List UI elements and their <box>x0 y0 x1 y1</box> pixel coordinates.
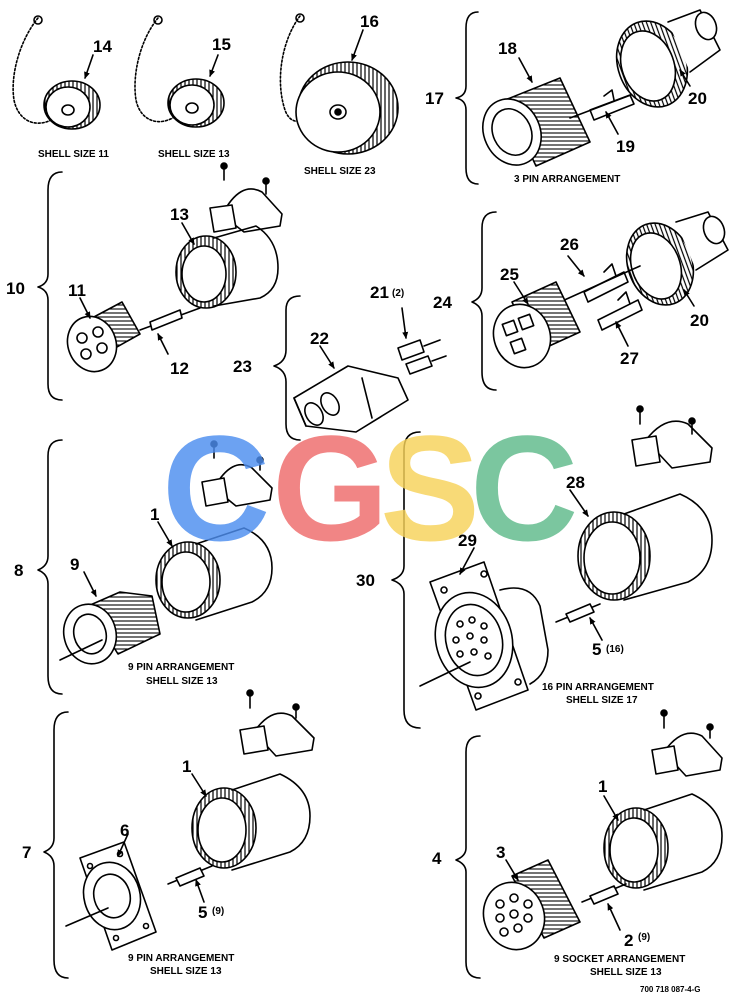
dust-cap-15 <box>134 15 225 128</box>
callout-8: 8 <box>14 561 23 580</box>
backshell-20-top <box>615 9 721 108</box>
callout-22: 22 <box>310 329 329 348</box>
callout-30: 30 <box>356 571 375 590</box>
callout-24: 24 <box>433 293 452 312</box>
dust-cap-14 <box>12 15 101 130</box>
cable-clamp-7 <box>239 689 315 757</box>
callout-15: 15 <box>212 35 231 54</box>
bracket-17 <box>455 11 479 185</box>
cable-clamp-8 <box>201 440 273 507</box>
socket-contact-2 <box>581 883 627 905</box>
callout-6: 6 <box>120 821 129 840</box>
callout-21-qty: (2) <box>392 288 404 299</box>
callout-4: 4 <box>432 849 442 868</box>
watermark-letter-s: S <box>380 404 480 572</box>
callout-3: 3 <box>496 843 505 862</box>
callout-5-b: 5 <box>198 903 207 922</box>
pin-contact-5-b <box>167 865 213 887</box>
callout-labels: 14 15 16 17 18 19 20 10 11 12 13 21 (2) … <box>6 12 709 950</box>
caption-9-socket: 9 SOCKET ARRANGEMENT <box>554 954 685 965</box>
caption-shell-size-11: SHELL SIZE 11 <box>38 149 109 160</box>
bracket-4 <box>455 735 481 979</box>
watermark-letter-g: G <box>272 404 389 572</box>
caption-9-pin-b: 9 PIN ARRANGEMENT <box>128 953 234 964</box>
cgsc-watermark: C G S C <box>162 404 578 572</box>
captions: SHELL SIZE 11 SHELL SIZE 13 SHELL SIZE 2… <box>38 149 701 994</box>
callout-12: 12 <box>170 359 189 378</box>
callout-25: 25 <box>500 265 519 284</box>
connector-3 <box>482 859 581 951</box>
callout-1-a: 1 <box>150 505 159 524</box>
backshell-13 <box>175 225 279 309</box>
callout-16: 16 <box>360 12 379 31</box>
callout-2: 2 <box>624 931 633 950</box>
bracket-24 <box>471 211 497 391</box>
callout-5-a: 5 <box>592 640 601 659</box>
backshell-1-b <box>191 773 311 871</box>
caption-16-pin: 16 PIN ARRANGEMENT <box>542 682 654 693</box>
backshell-28 <box>577 493 713 601</box>
callout-1-b: 1 <box>182 757 191 776</box>
pin-21 <box>397 339 447 375</box>
caption-9-pin-b-shell: SHELL SIZE 13 <box>150 966 222 977</box>
document-number: 700 718 087-4-G <box>640 985 701 994</box>
pin-contact-5-a <box>555 603 601 623</box>
callout-1-c: 1 <box>598 777 607 796</box>
caption-shell-size-13: SHELL SIZE 13 <box>158 149 230 160</box>
callout-13: 13 <box>170 205 189 224</box>
callout-20-mid: 20 <box>690 311 709 330</box>
callout-11: 11 <box>68 281 86 300</box>
callout-27: 27 <box>620 349 639 368</box>
receptacle-6 <box>65 841 157 951</box>
callout-28: 28 <box>566 473 585 492</box>
caption-9-pin-a: 9 PIN ARRANGEMENT <box>128 662 234 673</box>
connector-25 <box>492 281 581 369</box>
callout-23: 23 <box>233 357 252 376</box>
watermark-letter-c2: C <box>470 404 578 572</box>
callout-5-a-qty: (16) <box>606 644 624 655</box>
callout-2-qty: (9) <box>638 932 650 943</box>
callout-26: 26 <box>560 235 579 254</box>
callout-5-b-qty: (9) <box>212 906 224 917</box>
pin-contact-12 <box>139 307 201 331</box>
connector-18 <box>482 77 591 167</box>
caption-9-pin-a-shell: SHELL SIZE 13 <box>146 676 218 687</box>
connector-22 <box>293 365 409 433</box>
bracket-30 <box>391 431 421 729</box>
bracket-8 <box>37 439 63 695</box>
callout-10: 10 <box>6 279 25 298</box>
backshell-1-a <box>155 527 273 621</box>
backshell-20-mid <box>625 211 729 306</box>
caption-16-pin-shell: SHELL SIZE 17 <box>566 695 638 706</box>
callout-19: 19 <box>616 137 635 156</box>
pin-contact-26 <box>559 263 641 303</box>
dust-cap-16 <box>279 13 399 155</box>
bracket-10 <box>37 171 63 401</box>
callout-7: 7 <box>22 843 31 862</box>
cable-clamp-30 <box>631 405 713 469</box>
caption-shell-size-23: SHELL SIZE 23 <box>304 166 376 177</box>
callout-17: 17 <box>425 89 444 108</box>
bracket-7 <box>43 711 69 979</box>
connector-11 <box>66 301 141 373</box>
callout-18: 18 <box>498 39 517 58</box>
callout-21: 21 <box>370 283 389 302</box>
receptacle-29 <box>419 561 549 711</box>
pin-contact-27 <box>597 291 643 331</box>
cable-clamp-10 <box>209 162 283 233</box>
connector-9 <box>59 591 161 665</box>
callout-20-top: 20 <box>688 89 707 108</box>
callout-14: 14 <box>93 37 112 56</box>
caption-3-pin: 3 PIN ARRANGEMENT <box>514 174 620 185</box>
callout-9: 9 <box>70 555 79 574</box>
watermark-letter-c1: C <box>162 404 270 572</box>
caption-9-socket-shell: SHELL SIZE 13 <box>590 967 662 978</box>
bracket-23 <box>273 295 301 441</box>
backshell-1-c <box>603 793 723 891</box>
callout-29: 29 <box>458 531 477 550</box>
cable-clamp-4 <box>651 709 723 777</box>
